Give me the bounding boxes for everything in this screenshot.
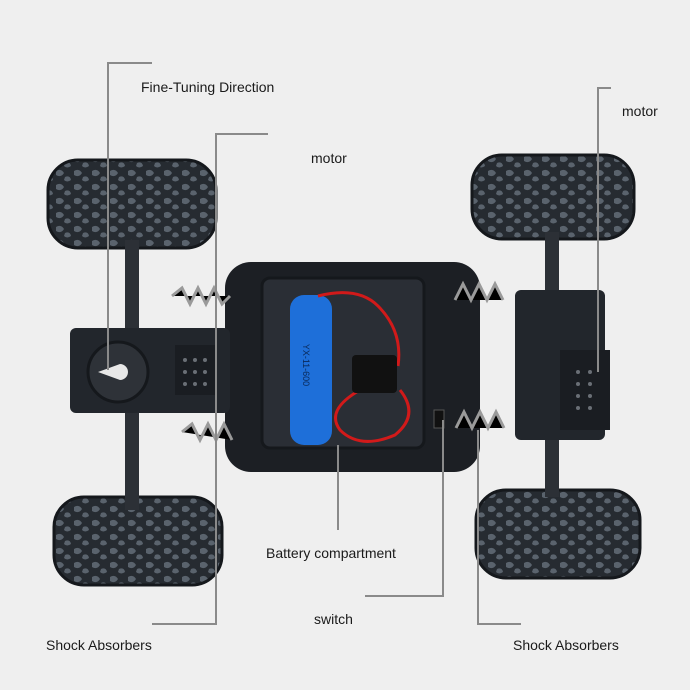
label-shock-absorbers-right: Shock Absorbers [513, 637, 619, 653]
battery-connector [352, 355, 397, 393]
label-switch: switch [314, 611, 353, 627]
power-switch [433, 409, 445, 429]
label-fine-tuning-direction: Fine-Tuning Direction [141, 79, 275, 95]
battery-print: YX-11-600 [301, 343, 312, 387]
right-motor [560, 350, 610, 430]
tire-rear-left [52, 495, 224, 587]
label-motor-left: motor [311, 150, 347, 166]
tire-front-left [46, 158, 218, 250]
label-battery-compartment: Battery compartment [266, 545, 396, 561]
battery [290, 295, 332, 445]
leader-lines [107, 62, 611, 625]
label-shock-absorbers-left: Shock Absorbers [46, 637, 152, 653]
tire-front-right [470, 153, 636, 241]
tire-rear-right [474, 488, 642, 580]
label-motor-right: motor [622, 103, 658, 119]
